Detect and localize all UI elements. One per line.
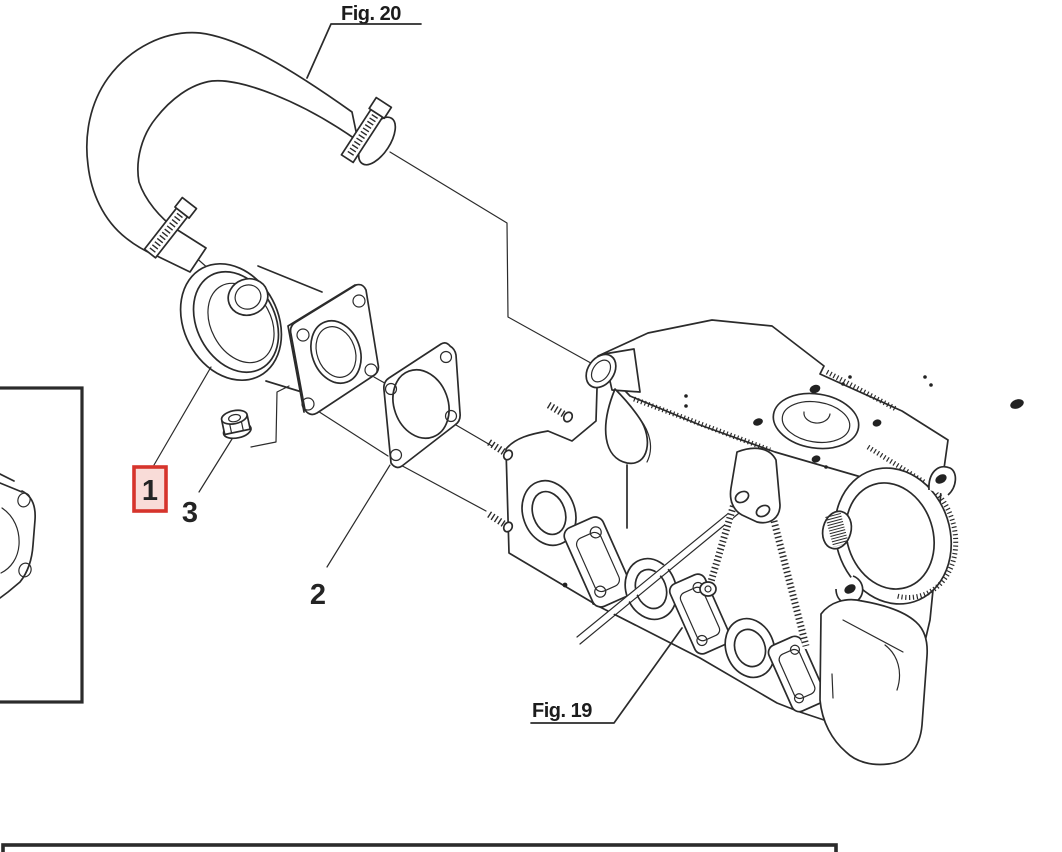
elbow-gasket [383,342,461,469]
water-hose [85,31,397,273]
fig20-label[interactable]: Fig. 20 [341,3,402,25]
hose-clamp-right [340,96,393,164]
callout-3-number[interactable]: 3 [182,497,198,529]
callout-2-leader [326,464,391,568]
flange-nut [220,409,252,440]
port-flange-1 [563,516,633,608]
anode-boss [821,510,853,550]
end-flange [833,465,959,605]
gasket-surface-hatch [633,396,771,453]
hose-clamp-left [143,196,198,259]
callout-1-highlight-box[interactable] [132,465,168,513]
callout-2-number[interactable]: 2 [310,579,326,611]
exhaust-manifold [485,319,1024,766]
fig19-label[interactable]: Fig. 19 [532,700,593,722]
outlet-elbow [819,598,929,766]
callout-1[interactable]: 1 [132,366,212,513]
exhaust-port-3 [724,617,776,679]
callout-3-leader [198,438,233,493]
left-panel-frame [0,386,84,704]
elbow-flange [287,283,380,416]
callout-2[interactable]: 2 [310,464,391,611]
callout-1-number[interactable]: 1 [142,475,158,507]
figure-label-20[interactable]: Fig. 20 [306,3,422,79]
port-flange-2 [668,573,732,655]
top-opening [772,392,860,450]
water-fitting [585,348,652,529]
fig20-leader-line [306,23,422,79]
port-flange-3 [767,635,827,713]
elbow-inlet-tube [227,277,269,317]
support-bracket [575,447,810,649]
next-section-frame [1,843,838,852]
callout-1-leader [153,366,212,466]
left-panel-gasket [0,473,36,599]
mixing-elbow [179,262,380,416]
figure-label-19[interactable]: Fig. 19 [530,627,683,724]
manifold-studs [485,400,574,533]
fig19-leader-line [530,627,683,724]
exhaust-port-1 [521,479,577,547]
callout-3[interactable]: 3 [182,438,233,529]
